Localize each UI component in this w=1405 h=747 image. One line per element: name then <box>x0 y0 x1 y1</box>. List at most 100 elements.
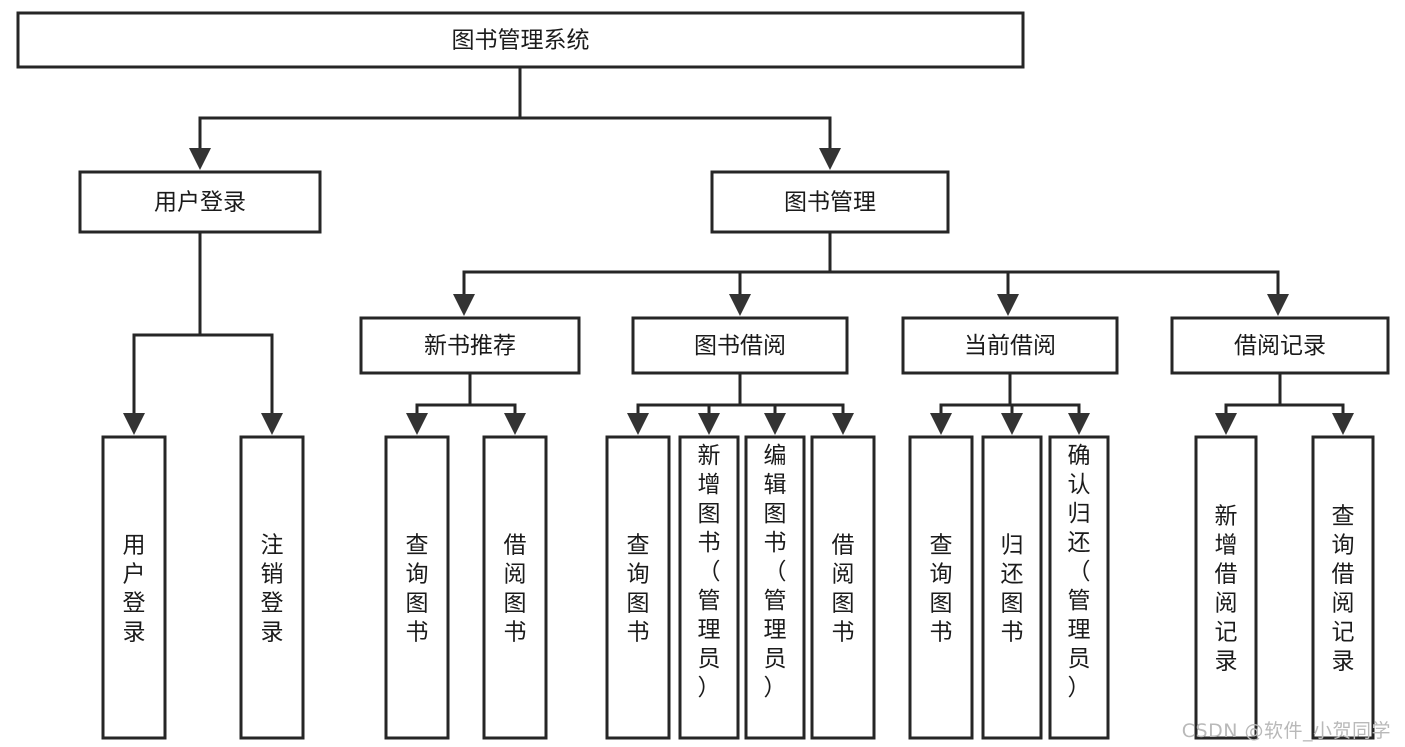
node-label: 编辑图书（管理员） <box>764 443 787 701</box>
node-leaf-edit-book[interactable]: 编辑图书（管理员） <box>744 435 806 740</box>
node-borrow-record[interactable]: 借阅记录 <box>1170 316 1390 375</box>
node-label: 注销登录 <box>261 533 284 646</box>
node-label: 借阅记录 <box>1234 333 1326 359</box>
arrow-head-icon <box>1215 413 1237 435</box>
arrow-head-icon <box>627 413 649 435</box>
arrow-head-icon <box>453 294 475 316</box>
node-layer: 图书管理系统用户登录图书管理新书推荐图书借阅当前借阅借阅记录用户登录注销登录查询… <box>16 11 1390 740</box>
node-box <box>1048 435 1110 740</box>
node-label: 借阅图书 <box>832 533 855 646</box>
node-leaf-user-login[interactable]: 用户登录 <box>101 435 167 740</box>
arrow-head-icon <box>261 413 283 435</box>
arrow-head-icon <box>1332 413 1354 435</box>
arrow-head-icon <box>189 148 211 170</box>
connector-current-to-l1 <box>930 403 952 435</box>
node-box <box>359 316 581 375</box>
node-box <box>482 435 548 740</box>
node-leaf-borrow-book[interactable]: 借阅图书 <box>810 435 876 740</box>
connector-book-manage-to-c2 <box>729 270 751 316</box>
connector-user-login-to-leaf-2 <box>261 333 283 435</box>
node-leaf-add-book[interactable]: 新增图书（管理员） <box>678 435 740 740</box>
node-box <box>101 435 167 740</box>
node-label: 新增图书（管理员） <box>698 443 721 701</box>
node-label: 借阅图书 <box>504 533 527 646</box>
node-leaf-borrow-book-recommend[interactable]: 借阅图书 <box>482 435 548 740</box>
node-book-manage[interactable]: 图书管理 <box>710 170 950 234</box>
node-label: 确认归还（管理员） <box>1068 443 1091 701</box>
connector-current-to-l2 <box>1001 403 1023 435</box>
node-new-book-recommend[interactable]: 新书推荐 <box>359 316 581 375</box>
node-box <box>78 170 322 234</box>
node-label: 新增借阅记录 <box>1215 504 1238 675</box>
node-box <box>631 316 849 375</box>
connector-record-to-l2 <box>1332 403 1354 435</box>
connector-book-manage-to-c1 <box>453 270 475 316</box>
connector-root-to-user-login <box>189 116 211 170</box>
connector-recommend-to-l1 <box>406 403 428 435</box>
node-book-borrow[interactable]: 图书借阅 <box>631 316 849 375</box>
node-box <box>901 316 1119 375</box>
connector-user-login-to-leaf-1 <box>123 333 145 435</box>
node-user-login[interactable]: 用户登录 <box>78 170 322 234</box>
connector-borrow-to-l1 <box>627 403 649 435</box>
node-box <box>1311 435 1375 740</box>
node-root[interactable]: 图书管理系统 <box>16 11 1025 69</box>
connector-recommend-to-l2 <box>504 403 526 435</box>
node-label: 图书借阅 <box>694 333 786 359</box>
node-box <box>710 170 950 234</box>
node-label: 查询图书 <box>930 533 953 646</box>
arrow-head-icon <box>698 413 720 435</box>
node-label: 新书推荐 <box>424 333 516 359</box>
node-box <box>908 435 974 740</box>
arrow-head-icon <box>764 413 786 435</box>
arrow-head-icon <box>123 413 145 435</box>
node-leaf-return-book[interactable]: 归还图书 <box>981 435 1043 740</box>
node-box <box>981 435 1043 740</box>
node-box <box>1170 316 1390 375</box>
node-box <box>16 11 1025 69</box>
node-label: 用户登录 <box>123 533 146 646</box>
node-leaf-query-book-recommend[interactable]: 查询图书 <box>384 435 450 740</box>
node-box <box>678 435 740 740</box>
node-label: 用户登录 <box>154 190 246 216</box>
node-leaf-confirm-return[interactable]: 确认归还（管理员） <box>1048 435 1110 740</box>
node-label: 查询图书 <box>406 533 429 646</box>
node-box <box>744 435 806 740</box>
node-leaf-query-book-current[interactable]: 查询图书 <box>908 435 974 740</box>
node-box <box>605 435 671 740</box>
arrow-head-icon <box>930 413 952 435</box>
node-box <box>384 435 450 740</box>
connector-book-manage-to-c3 <box>997 270 1019 316</box>
arrow-head-icon <box>729 294 751 316</box>
arrow-head-icon <box>1001 413 1023 435</box>
node-label: 归还图书 <box>1001 533 1024 646</box>
connector-layer <box>123 65 1354 435</box>
node-label: 查询借阅记录 <box>1332 504 1355 675</box>
connector-borrow-to-l4 <box>832 403 854 435</box>
node-label: 图书管理 <box>784 190 876 216</box>
arrow-head-icon <box>819 148 841 170</box>
node-leaf-add-borrow-record[interactable]: 新增借阅记录 <box>1194 435 1258 740</box>
arrow-head-icon <box>1068 413 1090 435</box>
node-leaf-query-book-borrow[interactable]: 查询图书 <box>605 435 671 740</box>
node-label: 查询图书 <box>627 533 650 646</box>
connector-root-to-book-manage <box>819 116 841 170</box>
connector-current-to-l3 <box>1068 403 1090 435</box>
node-leaf-query-borrow-record[interactable]: 查询借阅记录 <box>1311 435 1375 740</box>
node-label: 图书管理系统 <box>452 28 590 54</box>
arrow-head-icon <box>997 294 1019 316</box>
node-label: 当前借阅 <box>964 333 1056 359</box>
connector-borrow-to-l3 <box>764 403 786 435</box>
connector-book-manage-to-c4 <box>1267 270 1289 316</box>
arrow-head-icon <box>406 413 428 435</box>
connector-borrow-to-l2 <box>698 403 720 435</box>
node-box <box>239 435 305 740</box>
connector-record-to-l1 <box>1215 403 1237 435</box>
node-current-borrow[interactable]: 当前借阅 <box>901 316 1119 375</box>
arrow-head-icon <box>832 413 854 435</box>
csdn-watermark: CSDN @软件_小贺同学 <box>1181 720 1391 742</box>
node-leaf-user-logout[interactable]: 注销登录 <box>239 435 305 740</box>
arrow-head-icon <box>504 413 526 435</box>
